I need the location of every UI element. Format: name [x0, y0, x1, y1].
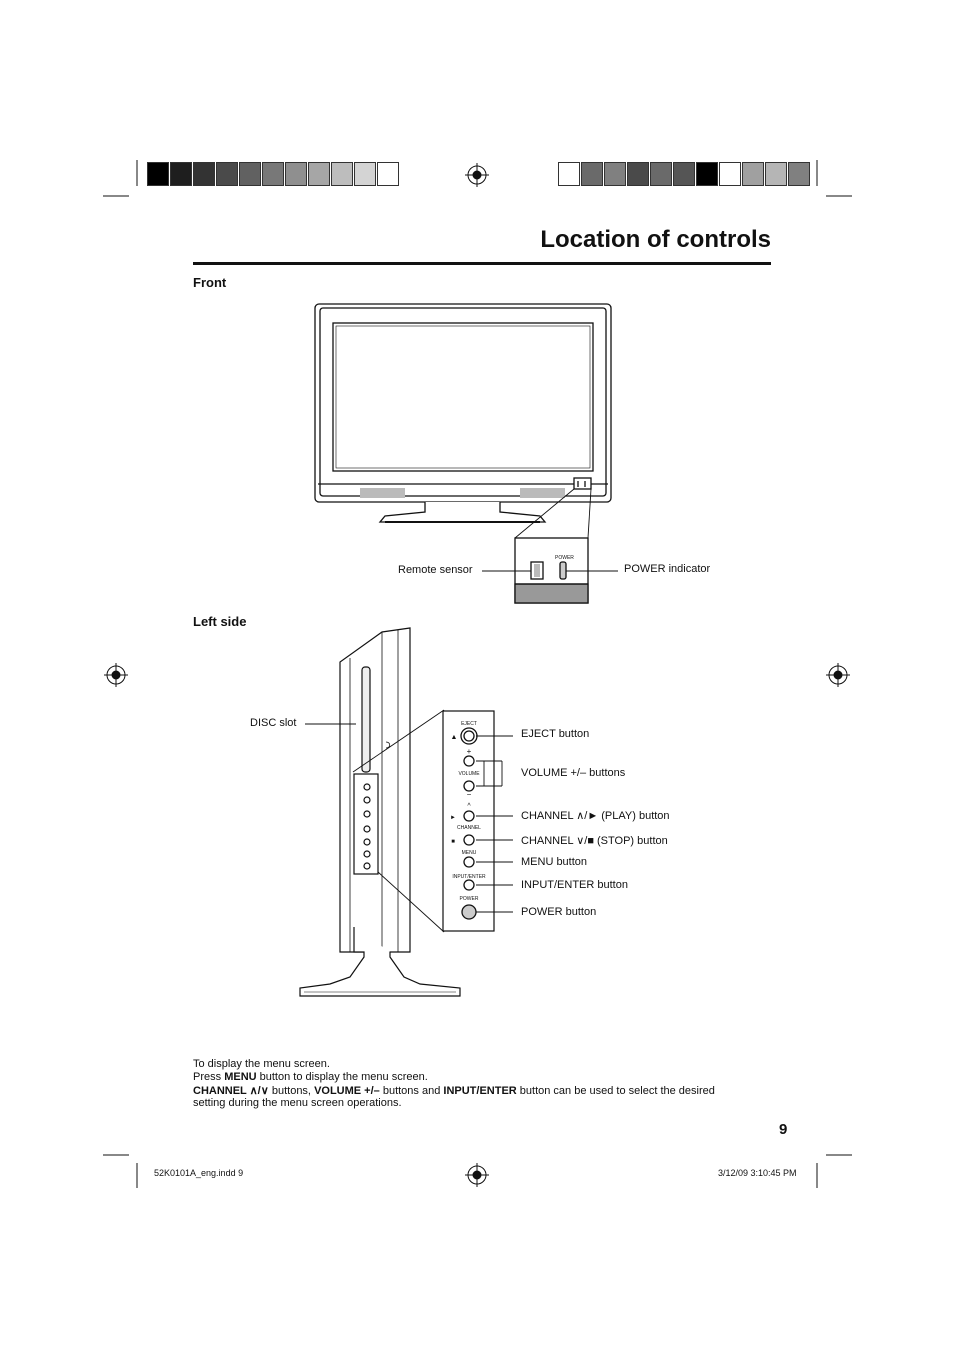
volume-emphasis: VOLUME +/–	[314, 1085, 380, 1097]
instruction-text: Press	[193, 1071, 225, 1083]
color-swatch	[216, 162, 238, 186]
tv-stand	[378, 502, 547, 523]
instruction-line-4: setting during the menu screen operation…	[193, 1097, 402, 1109]
panel-eject-text: EJECT	[461, 721, 477, 727]
power-button-shape	[461, 904, 477, 920]
color-swatch	[170, 162, 192, 186]
color-swatch	[285, 162, 307, 186]
instruction-text: buttons and	[379, 1085, 444, 1097]
tv-side-stand	[299, 927, 461, 997]
registration-mark-bottom	[465, 1163, 489, 1187]
svg-text:▲: ▲	[451, 734, 458, 741]
disc-slot-label: DISC slot	[250, 717, 297, 729]
volume-buttons-label: VOLUME +/– buttons	[521, 767, 626, 779]
color-swatch	[262, 162, 284, 186]
instruction-line-1: To display the menu screen.	[193, 1058, 330, 1070]
registration-mark-left	[104, 663, 128, 687]
menu-button-label: MENU button	[521, 856, 588, 868]
color-swatch	[308, 162, 330, 186]
channel-up-label: CHANNEL ∧/► (PLAY) button	[521, 810, 670, 822]
title-rule	[193, 262, 771, 265]
power-small-label: POWER	[555, 555, 574, 561]
eject-button-label: EJECT button	[521, 728, 590, 740]
color-swatch	[788, 162, 810, 186]
tv-side-illustration	[299, 627, 461, 997]
color-swatch	[239, 162, 261, 186]
svg-text:►: ►	[450, 815, 456, 821]
svg-text:+: +	[467, 747, 472, 756]
page-number: 9	[779, 1121, 788, 1138]
instruction-line-3: CHANNEL ∧/∨ buttons, VOLUME +/– buttons …	[193, 1084, 715, 1097]
tv-front-illustration: POWER	[314, 303, 612, 604]
svg-text:^: ^	[467, 803, 471, 810]
registration-mark-top	[465, 163, 489, 187]
channel-emphasis: CHANNEL ∧/∨	[193, 1085, 269, 1097]
color-swatch	[581, 162, 603, 186]
channel-up-shape	[463, 810, 475, 822]
color-swatch	[627, 162, 649, 186]
left-side-heading: Left side	[193, 614, 247, 629]
color-swatch	[193, 162, 215, 186]
disc-slot-shape	[361, 666, 371, 773]
color-swatch	[719, 162, 741, 186]
channel-down-shape	[463, 834, 475, 846]
footer-timestamp: 3/12/09 3:10:45 PM	[718, 1168, 797, 1178]
volume-plus-shape	[463, 755, 475, 767]
input-enter-emphasis: INPUT/ENTER	[443, 1085, 517, 1097]
panel-menu-text: MENU	[462, 850, 477, 856]
remote-sensor-label: Remote sensor	[398, 564, 473, 576]
color-bar-right	[558, 162, 811, 186]
front-heading: Front	[193, 275, 227, 290]
color-swatch	[673, 162, 695, 186]
instruction-text: button to display the menu screen.	[256, 1071, 428, 1083]
power-indicator-label: POWER indicator	[624, 563, 711, 575]
power-button-label: POWER button	[521, 906, 597, 918]
sensor-box-small	[573, 477, 592, 490]
instruction-text: buttons,	[268, 1085, 315, 1097]
menu-emphasis: MENU	[224, 1071, 257, 1083]
color-swatch	[765, 162, 787, 186]
color-swatch	[331, 162, 353, 186]
panel-input-text: INPUT/ENTER	[452, 874, 486, 880]
instruction-text: button can be used to select the desired	[516, 1085, 715, 1097]
color-swatch	[558, 162, 580, 186]
tv-bezel	[314, 303, 612, 503]
panel-volume-text: VOLUME	[458, 771, 480, 777]
color-swatch	[650, 162, 672, 186]
svg-text:−: −	[467, 790, 472, 799]
svg-text:■: ■	[451, 839, 455, 845]
color-swatch	[742, 162, 764, 186]
panel-channel-text: CHANNEL	[457, 825, 481, 831]
color-bar-left	[147, 162, 400, 186]
channel-down-label: CHANNEL ∨/■ (STOP) button	[521, 835, 668, 847]
color-swatch	[604, 162, 626, 186]
color-swatch	[147, 162, 169, 186]
volume-minus-shape	[463, 780, 475, 792]
panel-power-text: POWER	[460, 896, 479, 902]
control-panel-detail: EJECT VOLUME CHANNEL MENU INPUT/ENTER PO…	[442, 710, 495, 932]
color-swatch	[377, 162, 399, 186]
tv-screen	[332, 322, 594, 472]
instruction-line-2: Press MENU button to display the menu sc…	[193, 1071, 428, 1083]
page-title: Location of controls	[540, 226, 771, 253]
footer-file: 52K0101A_eng.indd 9	[154, 1168, 244, 1178]
input-button-shape	[463, 879, 475, 891]
menu-button-shape	[463, 856, 475, 868]
color-swatch	[696, 162, 718, 186]
registration-mark-right	[826, 663, 850, 687]
power-indicator-lamp	[559, 561, 567, 580]
side-panel-small	[353, 773, 379, 875]
color-swatch	[354, 162, 376, 186]
input-enter-label: INPUT/ENTER button	[521, 879, 628, 891]
